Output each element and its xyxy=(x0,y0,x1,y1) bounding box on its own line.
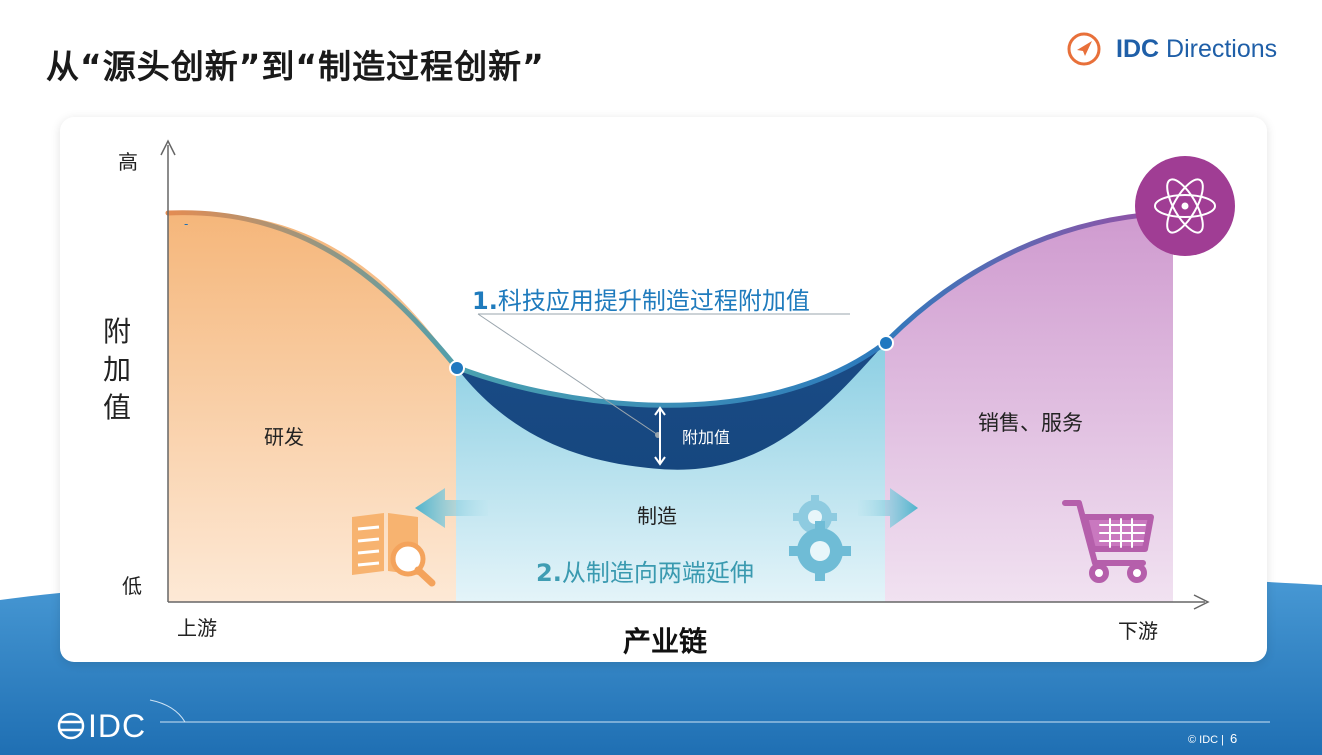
callout-1-number: 1. xyxy=(472,287,498,315)
smile-curve-line xyxy=(165,210,1176,408)
callout-2: 2.从制造向两端延伸 xyxy=(536,553,754,588)
gears-icon xyxy=(789,495,851,581)
callout-1-text: 科技应用提升制造过程附加值 xyxy=(497,287,810,315)
brand-name: IDC Directions xyxy=(1116,34,1278,63)
y-axis-arrow xyxy=(160,139,176,156)
y-axis-high-label: 高 xyxy=(118,150,138,174)
x-axis-upstream-label: 上游 xyxy=(177,616,217,640)
dash-mark: - xyxy=(184,217,189,231)
curve-point-right xyxy=(878,335,894,351)
callout-2-text: 从制造向两端延伸 xyxy=(561,559,754,587)
atom-icon xyxy=(1135,156,1235,256)
extend-right-arrow xyxy=(858,488,918,528)
x-axis-downstream-label: 下游 xyxy=(1118,619,1158,643)
page-title: 从“源头创新”到“制造过程创新” xyxy=(46,47,545,86)
idc-globe-icon xyxy=(57,712,85,740)
callout-1: 1.科技应用提升制造过程附加值 xyxy=(472,281,810,316)
x-axis-title: 产业链 xyxy=(623,625,708,658)
footer-idc-logo: IDC xyxy=(56,708,146,744)
shopping-cart-icon xyxy=(1062,500,1154,583)
value-added-arrow xyxy=(654,406,666,466)
footer-copyright: © IDC |6 xyxy=(1188,731,1238,746)
callout-2-number: 2. xyxy=(536,559,562,587)
zone-rnd-label: 研发 xyxy=(264,425,304,449)
zone-manufacturing-label: 制造 xyxy=(637,504,677,528)
x-axis-arrow xyxy=(1193,594,1210,610)
book-search-icon xyxy=(352,513,436,587)
sales-zone xyxy=(885,213,1173,602)
y-axis-low-label: 低 xyxy=(122,574,142,598)
callout-1-leader xyxy=(477,313,659,436)
smile-curve-card: 高 低 附加值 上游 下游 产业链 - 研发 制造 销售、服务 1.科技应用提升… xyxy=(60,117,1267,662)
value-added-label: 附加值 xyxy=(682,428,731,447)
y-axis-title: 附加值 xyxy=(102,315,131,424)
compass-icon xyxy=(1067,32,1101,66)
smile-curve-diagram xyxy=(160,139,1235,610)
extend-left-arrow xyxy=(415,488,488,528)
curve-point-left xyxy=(449,360,465,376)
rnd-zone xyxy=(168,212,456,603)
page-number: 6 xyxy=(1230,731,1238,746)
zone-sales-label: 销售、服务 xyxy=(978,411,1083,435)
brand-logo: IDC Directions xyxy=(1066,32,1277,66)
